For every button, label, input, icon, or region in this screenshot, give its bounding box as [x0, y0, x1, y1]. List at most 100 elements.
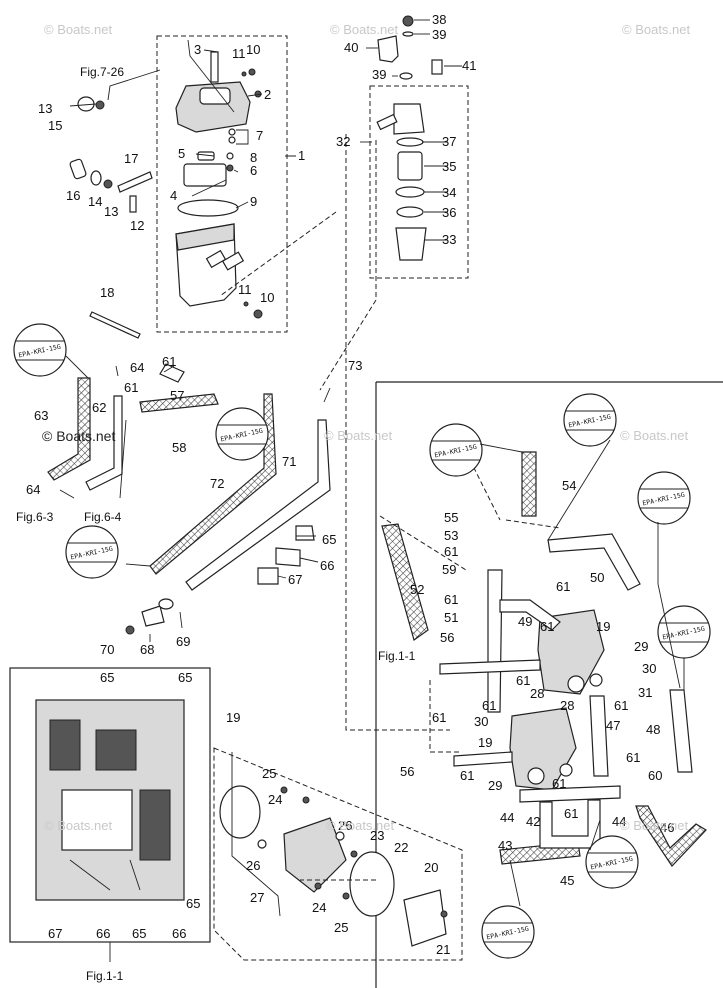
callout-24a: 24	[268, 792, 282, 807]
callout-27: 27	[250, 890, 264, 905]
engine-inset	[9, 667, 211, 943]
fig-ref-1-1-right: Fig.1-1	[378, 649, 416, 663]
fig-ref-6-3: Fig.6-3	[16, 510, 54, 524]
hose-57-58	[139, 393, 219, 413]
callout-39b: 39	[372, 67, 386, 82]
callout-47: 47	[606, 718, 620, 733]
bolt-41	[431, 59, 443, 75]
oring-34	[395, 186, 425, 198]
watermark-1: © Boats.net	[44, 22, 113, 37]
callout-26b: 26	[246, 858, 260, 873]
washer-24-top	[302, 796, 310, 804]
upper-pump-port-2	[589, 673, 603, 687]
hose-71	[185, 419, 331, 591]
epa-label-4: EPA-KRI-15G	[429, 423, 483, 477]
washer-15	[95, 100, 105, 110]
callout-7: 7	[256, 128, 263, 143]
callout-30a: 30	[642, 661, 656, 676]
callout-25b: 25	[334, 920, 348, 935]
nut-38	[402, 15, 414, 27]
fig-ref-1-1-bottom: Fig.1-1	[86, 969, 124, 983]
clip-65	[295, 525, 315, 541]
pump-exploded-group	[213, 747, 463, 961]
separator-body-rim	[175, 223, 235, 251]
callout-31: 31	[638, 685, 652, 700]
part-16	[69, 158, 87, 180]
callout-11a: 11	[232, 46, 246, 61]
callout-61g: 61	[516, 673, 530, 688]
callout-61c: 61	[444, 544, 458, 559]
callout-65e: 65	[132, 926, 146, 941]
part-26-left	[257, 839, 267, 849]
hose-52	[381, 523, 429, 641]
epa-labels: EPA-KRI-15G EPA-KRI-15G EPA-KRI-15G EPA-…	[13, 323, 711, 959]
connector-68	[141, 605, 165, 627]
separator-nipple	[221, 251, 245, 271]
watermark-5: © Boats.net	[620, 428, 689, 443]
callout-14: 14	[88, 194, 102, 209]
callout-33: 33	[442, 232, 456, 247]
callout-36: 36	[442, 205, 456, 220]
fuel-pump-section	[375, 381, 723, 988]
washer-39	[399, 72, 413, 80]
watermark-3: © Boats.net	[622, 22, 691, 37]
part-14	[90, 170, 102, 186]
filter-head	[393, 103, 425, 135]
element-35	[397, 151, 423, 181]
callout-61f: 61	[540, 619, 554, 634]
callout-44a: 44	[500, 810, 514, 825]
callout-1: 1	[298, 148, 305, 163]
callout-65c: 65	[178, 670, 192, 685]
callout-56a: 56	[440, 630, 454, 645]
callout-25a: 25	[262, 766, 276, 781]
vapor-separator-dashed-box	[156, 35, 288, 333]
callout-61j: 61	[482, 698, 496, 713]
route-filter-71	[319, 140, 377, 391]
bolt-12	[129, 195, 137, 213]
callout-61b: 61	[124, 380, 138, 395]
callout-45: 45	[560, 873, 574, 888]
pump-plate-20	[403, 889, 447, 947]
route-50	[505, 519, 561, 529]
fig-ref-7-26: Fig.7-26	[80, 65, 124, 79]
callout-12: 12	[130, 218, 144, 233]
callout-70: 70	[100, 642, 114, 657]
pump-cover	[219, 785, 261, 839]
hose-54	[521, 451, 537, 517]
callout-29a: 29	[634, 639, 648, 654]
screw-25-top	[280, 786, 288, 794]
callout-39a: 39	[432, 27, 446, 42]
callout-8: 8	[250, 150, 257, 165]
left-hoses-group	[47, 363, 331, 635]
callout-20: 20	[424, 860, 438, 875]
callout-42: 42	[526, 814, 540, 829]
callout-13a: 13	[38, 101, 52, 116]
separator-cover	[175, 81, 251, 133]
callout-56b: 56	[400, 764, 414, 779]
callout-numbers: 1 2 3 4 5 6 7 8 9 10 10 11 11 12 13 13 1…	[26, 12, 674, 957]
watermark-dark: © Boats.net	[42, 428, 116, 444]
gasket-9	[177, 199, 239, 217]
callout-15: 15	[48, 118, 62, 133]
part-26-right	[335, 831, 345, 841]
watermark-7: © Boats.net	[326, 818, 395, 833]
callout-26a: 26	[338, 818, 352, 833]
hose-56-bottom	[453, 751, 513, 767]
callout-61i: 61	[432, 710, 446, 725]
bracket-40	[377, 35, 399, 63]
part-6	[226, 164, 234, 172]
hose-63	[47, 377, 91, 481]
part-69	[158, 598, 174, 610]
callout-67b: 67	[48, 926, 62, 941]
callout-72: 72	[210, 476, 224, 491]
callout-66a: 66	[320, 558, 334, 573]
callout-28a: 28	[530, 686, 544, 701]
callout-61k: 61	[460, 768, 474, 783]
routing-lines	[219, 134, 561, 881]
callout-49: 49	[518, 614, 532, 629]
part-11-bottom	[243, 301, 249, 307]
upper-pump-port	[567, 675, 585, 693]
part-10-top	[248, 68, 256, 76]
callout-61h: 61	[614, 698, 628, 713]
